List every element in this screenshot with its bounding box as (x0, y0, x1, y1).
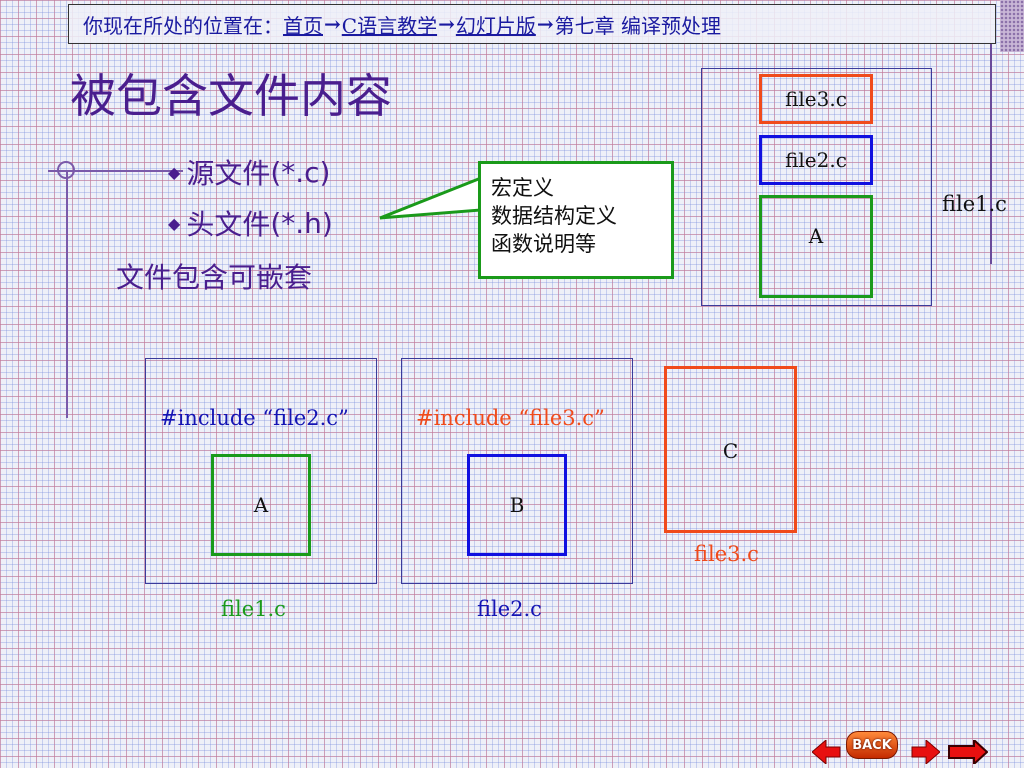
breadcrumb-slides-link[interactable]: 幻灯片版 (455, 13, 536, 38)
bullet-header-file: ◆ 头文件 (*.h) (168, 203, 333, 243)
file2-box: file2.c (759, 135, 873, 185)
bullet-text: 头文件 (186, 208, 271, 241)
next-arrow-icon[interactable] (910, 740, 940, 764)
file1-a-box: A (211, 454, 311, 556)
breadcrumb-prefix: 你现在所处的位置在： (83, 13, 283, 38)
file2-label: file2.c (785, 148, 847, 172)
diamond-bullet-icon: ◆ (168, 162, 181, 182)
file2-b-box: B (467, 454, 567, 556)
bullet-suffix: (*.c) (270, 155, 331, 189)
file1-include-directive: #include “file2.c” (160, 406, 349, 430)
file3-box: file3.c (759, 74, 873, 124)
file1-outer-frame (701, 68, 932, 306)
bullet-text: 源文件 (186, 157, 271, 190)
decorative-strip (1000, 0, 1024, 52)
callout-line: 函数说明等 (491, 232, 596, 256)
back-button[interactable]: BACK (846, 731, 898, 759)
file1-a-label: A (253, 493, 269, 517)
bullet-source-file: ◆ 源文件 (*.c) (168, 152, 330, 192)
callout-pointer (379, 175, 482, 220)
file3-c-label: C (722, 439, 739, 463)
decorative-line (990, 44, 992, 264)
breadcrumb-current-chapter: 第七章 编译预处理 (554, 13, 721, 38)
callout-line: 数据结构定义 (491, 204, 617, 228)
file2-include-directive: #include “file3.c” (416, 406, 605, 430)
callout-box: 宏定义 数据结构定义 函数说明等 (478, 161, 674, 279)
diamond-bullet-icon: ◆ (168, 213, 181, 233)
decorative-circle-icon (57, 161, 75, 179)
file3-caption: file3.c (694, 542, 759, 566)
inner-a-box: A (759, 195, 873, 298)
breadcrumb: 你现在所处的位置在： 首页 → C语言教学 → 幻灯片版 → 第七章 编译预处理 (68, 4, 996, 44)
bullet-suffix: (*.h) (270, 206, 333, 240)
file1-label: file1.c (942, 192, 1007, 216)
page-title: 被包含文件内容 (70, 69, 392, 123)
nested-include-note: 文件包含可嵌套 (116, 261, 313, 294)
file2-b-label: B (509, 493, 525, 517)
breadcrumb-arrow-icon: → (536, 12, 554, 36)
file3-label: file3.c (785, 87, 847, 111)
breadcrumb-arrow-icon: → (438, 12, 455, 36)
file1-frame (145, 358, 377, 584)
file2-caption: file2.c (477, 597, 542, 621)
breadcrumb-arrow-icon: → (324, 12, 341, 36)
callout-line: 宏定义 (491, 176, 554, 200)
previous-arrow-icon[interactable] (812, 740, 842, 764)
decorative-line (48, 170, 183, 172)
decorative-line (66, 170, 68, 418)
file2-frame (401, 358, 633, 584)
file1-caption: file1.c (221, 597, 286, 621)
inner-a-label: A (808, 224, 824, 248)
breadcrumb-home-link[interactable]: 首页 (283, 13, 323, 38)
file3-c-box: C (664, 366, 797, 533)
breadcrumb-c-teaching-link[interactable]: C语言教学 (341, 13, 438, 38)
end-arrow-icon[interactable] (948, 740, 988, 764)
